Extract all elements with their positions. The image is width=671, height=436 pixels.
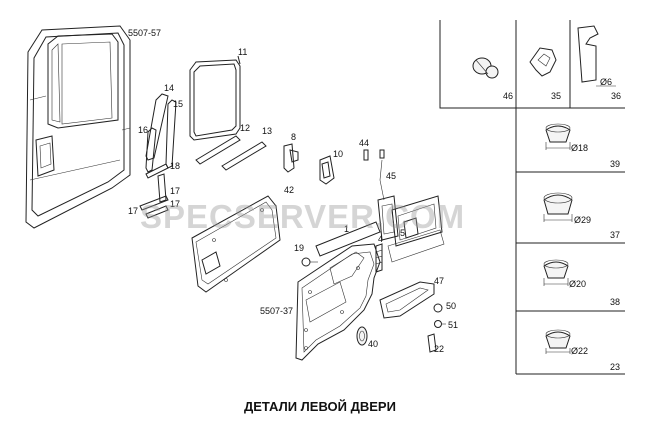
detail-ref-35: 35 [551,91,561,101]
door-shell [25,25,131,229]
label-part-15: 15 [173,99,183,109]
strip-12 [195,135,241,165]
detail-profile-36 [577,25,616,87]
channel-15 [165,99,177,169]
label-part-22: 22 [434,344,444,354]
bracket-8 [283,143,299,173]
label-part-12: 12 [240,123,250,133]
rod-45 [379,149,385,201]
detail-dim-23: Ø22 [571,346,588,356]
handle-10 [319,155,335,185]
label-part-17b: 17 [128,206,138,216]
label-part-42: 42 [284,185,294,195]
channel-16 [145,127,157,173]
label-part-8: 8 [291,132,296,142]
window-frame-seal-11 [189,55,241,141]
detail-cap-23 [545,329,571,354]
label-part-17c: 17 [170,199,180,209]
clip-19 [301,257,318,267]
label-part-10: 10 [333,149,343,159]
detail-plug-46 [472,57,499,79]
label-part-47: 47 [434,276,444,286]
detail-ref-23: 23 [610,362,620,372]
label-part-5: 5 [400,228,405,238]
label-part-13: 13 [262,126,272,136]
label-part-14: 14 [164,83,174,93]
inner-panel [191,195,281,293]
button-44 [363,149,369,161]
detail-cap-38 [543,259,569,286]
detail-dim-36: Ø6 [600,77,612,87]
label-part-18: 18 [170,161,180,171]
label-part-50: 50 [446,301,456,311]
lock-mechanism-1 [315,195,445,263]
detail-dim-37: Ø29 [574,215,591,225]
watermark: SPECSERVER.COM [140,198,465,235]
diagram-title: ДЕТАЛИ ЛЕВОЙ ДВЕРИ [244,399,396,414]
spring-4 [375,243,383,273]
strip-13 [221,141,267,171]
channel-14 [145,93,169,161]
label-part-45: 45 [386,171,396,181]
latch-5 [403,217,419,239]
detail-ref-39: 39 [610,159,620,169]
label-part-4: 4 [378,234,383,244]
strip-18 [145,163,169,179]
label-part-51: 51 [448,320,458,330]
label-part-19: 19 [294,243,304,253]
door-trim-panel [295,243,381,361]
detail-ref-46: 46 [503,91,513,101]
label-part-16: 16 [138,125,148,135]
label-trim-assembly: 5507-37 [260,306,293,316]
detail-grid [439,20,625,375]
handle-ring-40 [356,326,368,346]
label-part-1: 1 [344,224,349,234]
detail-clip-35 [529,47,557,77]
detail-cap-39 [545,123,571,150]
label-part-17a: 17 [170,186,180,196]
label-part-11: 11 [238,47,247,57]
strips-17 [139,173,169,219]
cap-50 [433,303,443,313]
screw-51 [434,320,446,328]
detail-dim-39: Ø18 [571,143,588,153]
label-part-44: 44 [359,138,369,148]
detail-ref-38: 38 [610,297,620,307]
label-part-40: 40 [368,339,378,349]
detail-ref-36: 36 [611,91,621,101]
detail-ref-37: 37 [610,230,620,240]
label-door-assembly: 5507-57 [128,28,161,38]
detail-dim-38: Ø20 [569,279,586,289]
detail-cap-37 [543,192,573,222]
armrest-47 [379,281,435,319]
hook-22 [427,333,437,353]
